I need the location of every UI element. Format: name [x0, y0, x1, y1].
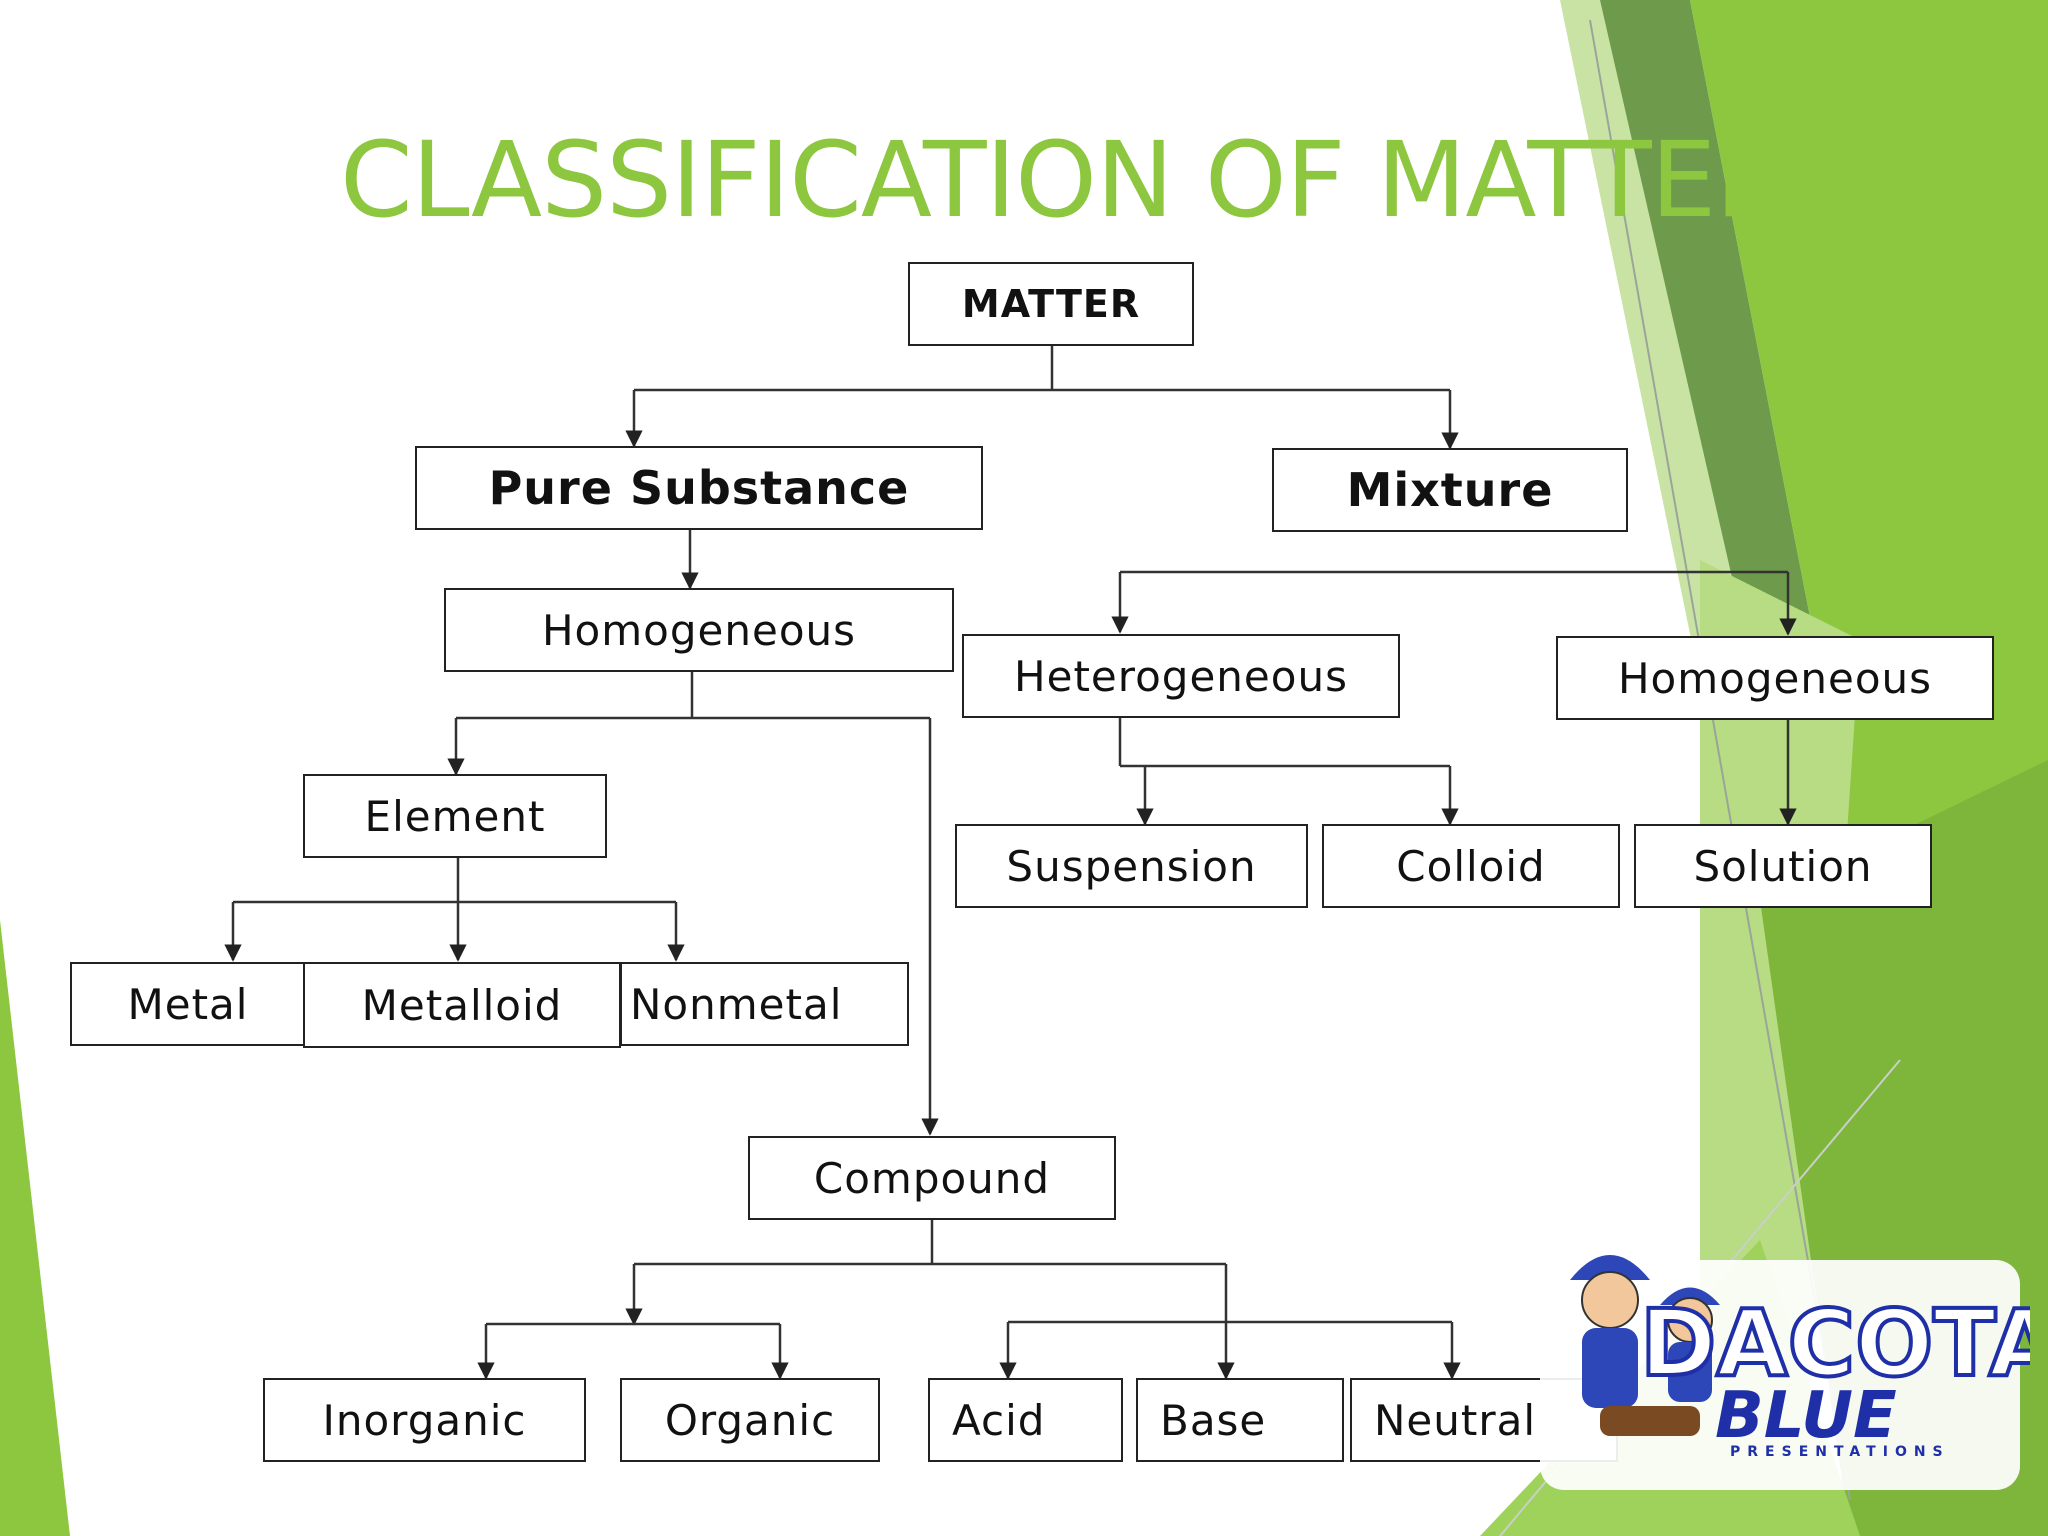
thin-gray-line: [1589, 19, 1851, 1501]
node-suspension: Suspension: [955, 824, 1308, 908]
logo-name-top: DACOTA: [1640, 1290, 2030, 1397]
node-mixture-homogeneous: Homogeneous: [1556, 636, 1994, 720]
node-metalloid: Metalloid: [303, 962, 621, 1048]
node-solution: Solution: [1634, 824, 1932, 908]
node-inorganic: Inorganic: [263, 1378, 586, 1462]
node-pure-homogeneous: Homogeneous: [444, 588, 954, 672]
logo-name-bottom: BLUE: [1715, 1379, 1897, 1453]
cartoon-figures-icon: [1570, 1255, 1720, 1436]
node-element: Element: [303, 774, 607, 858]
green-band-left: [0, 920, 70, 1536]
node-metal: Metal: [70, 962, 306, 1046]
node-heterogeneous: Heterogeneous: [962, 634, 1400, 718]
node-organic: Organic: [620, 1378, 880, 1462]
node-base: Base: [1136, 1378, 1344, 1462]
node-compound: Compound: [748, 1136, 1116, 1220]
node-colloid: Colloid: [1322, 824, 1620, 908]
node-acid: Acid: [928, 1378, 1123, 1462]
node-pure-substance: Pure Substance: [415, 446, 983, 530]
node-matter: MATTER: [908, 262, 1194, 346]
logo-tagline: PRESENTATIONS: [1730, 1444, 1950, 1460]
slide-title: CLASSIFICATION OF MATTER: [340, 119, 1788, 241]
node-nonmetal: Nonmetal: [620, 962, 909, 1046]
dacota-blue-logo: DACOTA BLUE PRESENTATIONS: [1540, 1255, 2030, 1490]
node-mixture: Mixture: [1272, 448, 1628, 532]
